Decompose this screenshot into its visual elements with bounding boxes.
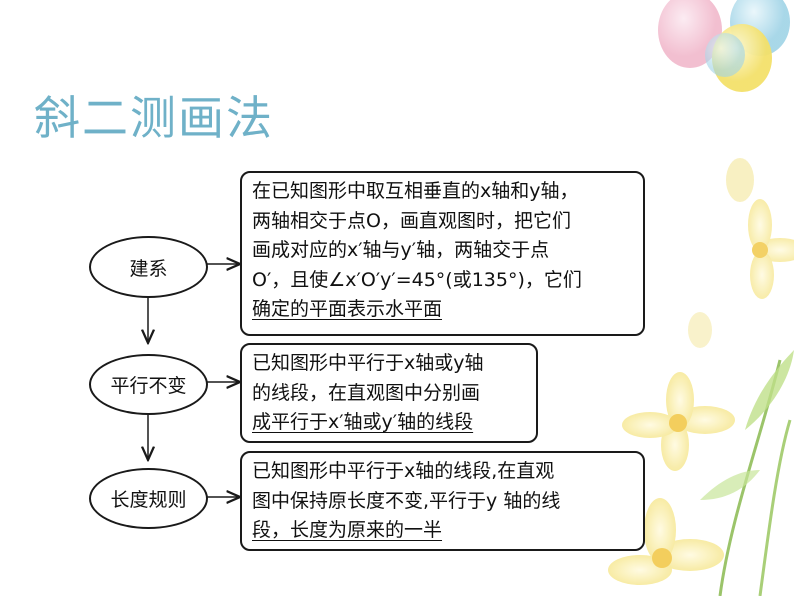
description-line: 的线段，在直观图中分别画 <box>252 381 481 404</box>
description-line: 两轴相交于点O，画直观图时，把它们 <box>252 209 571 232</box>
step-node-平行不变: 平行不变 <box>89 354 208 415</box>
description-line: 在已知图形中取互相垂直的x轴和y轴， <box>252 180 579 202</box>
step-label: 平行不变 <box>110 375 187 397</box>
description-line: 成平行于x′轴或y′轴的线段 <box>252 411 474 433</box>
flower-decoration <box>608 158 794 596</box>
step-description-box: 在已知图形中取互相垂直的x轴和y轴， 两轴相交于点O，画直观图时，把它们 画成对… <box>240 171 645 336</box>
step-node-建系: 建系 <box>89 236 208 298</box>
step-description-box: 已知图形中平行于x轴或y轴 的线段，在直观图中分别画 成平行于x′轴或y′轴的线… <box>240 343 538 443</box>
balloon-decoration <box>658 0 790 92</box>
description-line: 段，长度为原来的一半 <box>252 519 443 541</box>
description-line: 已知图形中平行于x轴的线段,在直观 <box>252 460 555 482</box>
description-line: 画成对应的x′轴与y′轴，两轴交于点 <box>252 239 550 261</box>
step-description-box: 已知图形中平行于x轴的线段,在直观 图中保持原长度不变,平行于y 轴的线 段，长… <box>240 451 645 551</box>
description-line: 确定的平面表示水平面 <box>252 298 443 320</box>
step-label: 长度规则 <box>110 489 187 511</box>
page-title: 斜二测画法 <box>34 91 274 145</box>
description-line: O′，且使∠x′O′y′=45°(或135°)，它们 <box>252 268 582 291</box>
description-line: 图中保持原长度不变,平行于y 轴的线 <box>252 489 561 512</box>
description-line: 已知图形中平行于x轴或y轴 <box>252 352 484 374</box>
step-node-长度规则: 长度规则 <box>89 468 208 529</box>
step-label: 建系 <box>129 257 168 280</box>
